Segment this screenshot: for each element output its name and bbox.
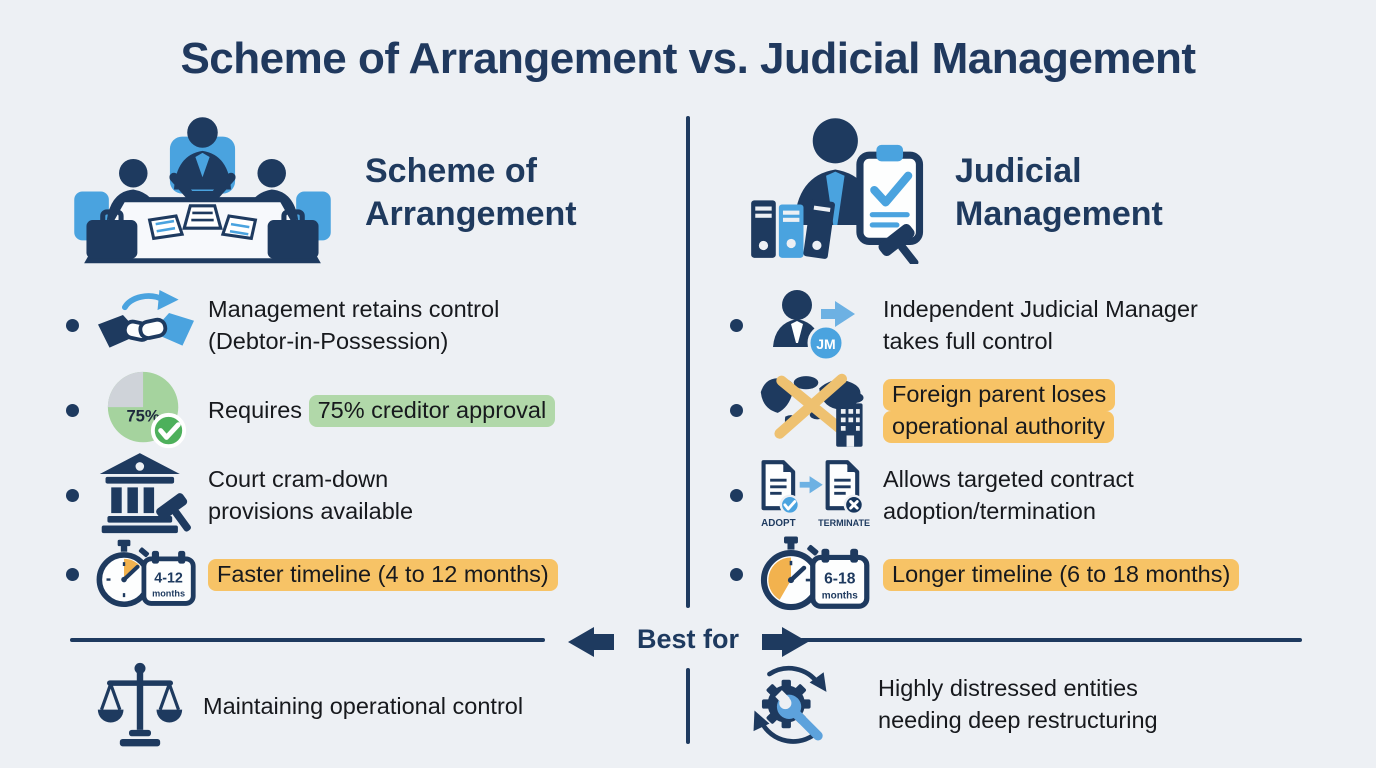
item-text: Longer timeline (6 to 18 months) [883, 558, 1240, 591]
restructuring-gear-wrench-icon [740, 661, 840, 747]
right-column-heading: Judicial Management [955, 152, 1163, 233]
item-text: Independent Judicial Manager takes full … [883, 295, 1198, 354]
calendar-unit-label: months [152, 588, 185, 598]
item-text: Requires 75% creditor approval [208, 394, 556, 427]
calendar-unit-label: months [822, 590, 859, 601]
item-text: Court cram-down provisions available [208, 465, 414, 524]
meeting-table-icon [60, 110, 345, 268]
right-item-timeline: 6-18 months Longer timeline (6 to 18 mon… [730, 533, 1240, 615]
calendar-range-label: 6-18 [824, 571, 856, 588]
orange-highlight: Foreign parent loses operational authori… [883, 378, 1116, 443]
item-text: Allows targeted contract adoption/termin… [883, 465, 1134, 524]
left-item-timeline: 4-12 months Faster timeline (4 to 12 mon… [66, 534, 558, 614]
left-item-creditor-approval: 75% Requires 75% creditor approval [66, 366, 556, 454]
scales-icon [95, 662, 185, 750]
bullet-dot [66, 488, 79, 502]
handshake-icon [93, 286, 198, 365]
judicial-manager-icon [745, 110, 940, 264]
page-title: Scheme of Arrangement vs. Judicial Manag… [180, 34, 1196, 83]
arrow-left-icon [568, 627, 614, 662]
orange-highlight: Faster timeline (4 to 12 months) [208, 558, 558, 591]
jm-badge-label: JM [816, 336, 835, 352]
right-best-for-text: Highly distressed entities needing deep … [878, 674, 1158, 733]
left-column-heading: Scheme of Arrangement [365, 152, 577, 233]
bestfor-line-left [70, 638, 545, 642]
judicial-manager-takeover-icon: JM [757, 285, 872, 365]
bullet-dot [730, 403, 743, 417]
bullet-dot [66, 318, 79, 332]
left-best-for-row: Maintaining operational control [95, 662, 523, 750]
courthouse-gavel-icon [93, 453, 198, 537]
right-best-for-row: Highly distressed entities needing deep … [740, 658, 1198, 750]
left-best-for-text: Maintaining operational control [203, 692, 524, 719]
item-text: Faster timeline (4 to 12 months) [208, 558, 558, 591]
item-text-pre: Requires [208, 396, 309, 423]
item-text: Foreign parent loses operational authori… [883, 378, 1173, 443]
pie-percent-label: 75% [126, 407, 159, 426]
green-highlight: 75% creditor approval [308, 394, 556, 427]
world-map-crossed-icon [757, 370, 872, 450]
terminate-label: TERMINATE [818, 518, 870, 528]
bottom-divider [686, 668, 690, 744]
stopwatch-calendar-4-12-icon: 4-12 months [93, 533, 198, 615]
stopwatch-calendar-6-18-icon: 6-18 months [757, 533, 872, 615]
right-item-contracts: ADOPT TERMINATE Allows targeted contract… [730, 452, 1183, 538]
bullet-dot [730, 567, 743, 581]
left-item-cram-down: Court cram-down provisions available [66, 452, 448, 538]
right-item-jm-control: JM Independent Judicial Manager takes fu… [730, 282, 1233, 368]
bullet-dot [66, 403, 79, 417]
right-item-foreign-parent: Foreign parent loses operational authori… [730, 367, 1173, 453]
center-divider [686, 116, 690, 608]
calendar-range-label: 4-12 [154, 571, 183, 587]
arrow-right-icon [762, 627, 808, 662]
left-item-management-control: Management retains control (Debtor-in-Po… [66, 282, 538, 368]
bullet-dot [730, 318, 743, 332]
bullet-dot [66, 567, 79, 581]
adopt-label: ADOPT [761, 518, 795, 529]
pie-chart-75-icon: 75% [93, 366, 198, 454]
best-for-label: Best for [636, 624, 739, 654]
item-text: Management retains control (Debtor-in-Po… [208, 295, 500, 354]
bestfor-line-right [800, 638, 1302, 642]
orange-highlight: Longer timeline (6 to 18 months) [883, 558, 1240, 591]
adopt-terminate-contracts-icon: ADOPT TERMINATE [757, 453, 872, 537]
bullet-dot [730, 488, 743, 502]
